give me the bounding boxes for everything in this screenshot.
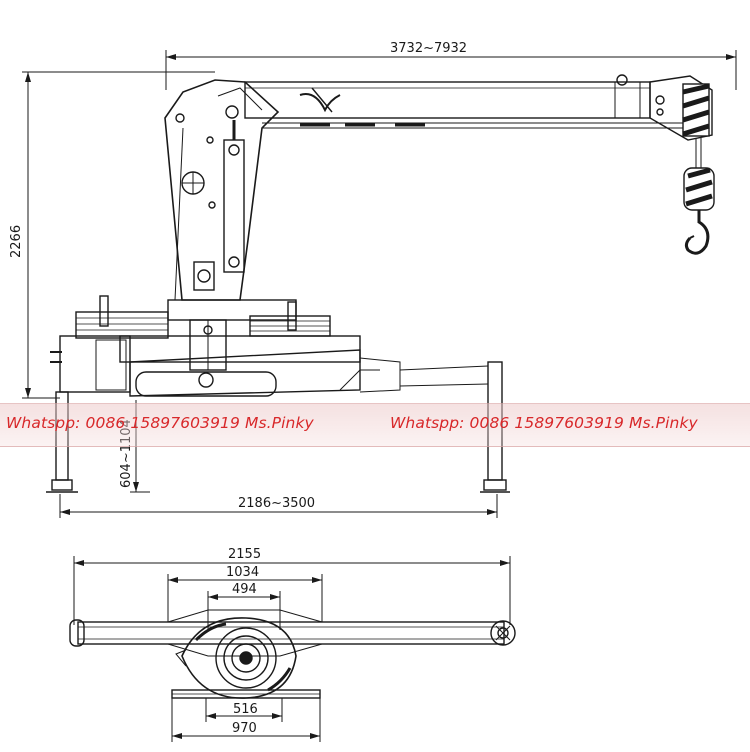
outrigger-span-side-label: 2186~3500 <box>238 496 315 511</box>
dim-outrigger-span-side: 2186~3500 <box>59 494 498 518</box>
turret-base <box>99 295 297 371</box>
boom-reach-label: 3732~7932 <box>390 41 467 56</box>
mast <box>164 79 280 301</box>
boom-linkage <box>299 87 341 113</box>
top-view: 2155 1034 494 <box>69 547 516 742</box>
watermark-band <box>0 403 750 447</box>
base-inner-label: 516 <box>233 702 258 717</box>
boom <box>244 74 690 129</box>
outrigger-span-top-label: 2155 <box>228 547 261 562</box>
watermark-text-right: Whatspp: 0086 15897603919 Ms.Pinky <box>390 414 698 432</box>
dim-boom-reach: 3732~7932 <box>165 41 737 90</box>
dim-frame-width: 1034 <box>167 565 323 622</box>
frame-width-label: 1034 <box>226 565 259 580</box>
base-outer-label: 970 <box>232 721 257 736</box>
inner-width-label: 494 <box>232 582 257 597</box>
dim-base-outer: 970 <box>171 698 321 742</box>
watermark-text-left: Whatspp: 0086 15897603919 Ms.Pinky <box>6 414 314 432</box>
slewing-ring-top <box>175 617 297 699</box>
dim-outrigger-span-top: 2155 <box>73 547 511 625</box>
base-frame <box>50 311 401 397</box>
overall-height-label: 2266 <box>9 225 24 258</box>
hook <box>683 167 715 255</box>
boom-head <box>649 75 713 168</box>
dim-overall-height: 2266 <box>9 71 215 399</box>
outrigger-beam-top <box>69 609 516 657</box>
dim-base-inner: 516 <box>205 698 283 722</box>
base-plate-top <box>171 689 321 699</box>
